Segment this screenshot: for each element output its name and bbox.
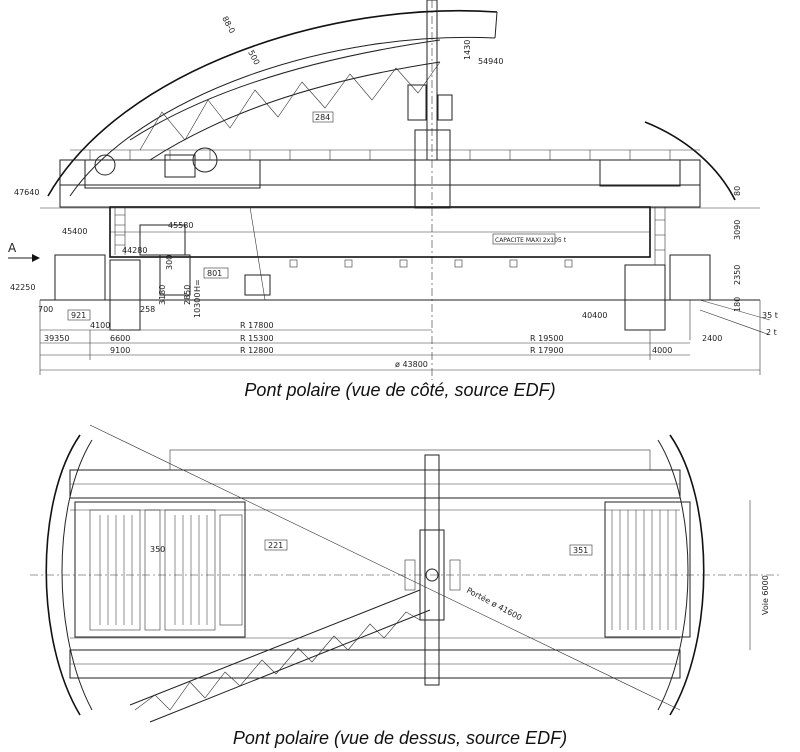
elevation-42250: 42250	[10, 283, 35, 292]
trolley	[84, 147, 681, 189]
top-view-caption: Pont polaire (vue de dessus, source EDF)	[232, 728, 568, 748]
dome-outer-arc	[47, 9, 498, 197]
load-2t: 2 t	[766, 328, 777, 337]
span-diagonal	[89, 424, 681, 711]
height-marker: H=	[193, 279, 202, 292]
dim-2400: 2400	[702, 334, 722, 343]
side-view-drawing: A 47640 45400 45580 44280 42250 40400 54…	[8, 0, 778, 380]
dim-2350: 2350	[733, 265, 742, 285]
radius-17800: R 17800	[240, 321, 274, 330]
part-ref-921: 921	[71, 311, 86, 320]
dimension-lines	[39, 300, 761, 375]
part-ref-801: 801	[207, 269, 222, 278]
load-35t: 35 t	[762, 311, 778, 320]
part-ref-350: 350	[150, 545, 165, 554]
dome-inner-arc	[69, 36, 496, 197]
dim-2850: 2850	[183, 285, 192, 305]
capacity-plate: CAPACITE MAXI 2x105 t	[495, 237, 567, 244]
dim-180: 180	[733, 297, 742, 312]
bridge-girders	[69, 449, 681, 679]
part-ref-284: 284	[315, 113, 330, 122]
dim-6600: 6600	[110, 334, 130, 343]
radius-19500: R 19500	[530, 334, 564, 343]
radius-17900: R 17900	[530, 346, 564, 355]
dim-3180: 3180	[158, 285, 167, 305]
track-label: Voie 6000	[761, 575, 770, 615]
central-mast	[30, 454, 780, 686]
dim-300: 300	[165, 255, 174, 270]
elevation-40400: 40400	[582, 311, 607, 320]
right-end-carriage	[624, 207, 771, 340]
side-view-caption: Pont polaire (vue de côté, source EDF)	[244, 380, 556, 400]
dim-80: 80	[733, 186, 742, 196]
part-ref-351: 351	[573, 546, 588, 555]
main-girder	[59, 129, 701, 268]
elevation-45400: 45400	[62, 227, 87, 236]
arc-label-500: 500	[246, 49, 261, 67]
dim-1430: 1430	[463, 40, 472, 60]
elevation-45580: 45580	[168, 221, 193, 230]
dim-9100: 9100	[110, 346, 130, 355]
view-marker-label: A	[8, 241, 17, 255]
dome-right-arc	[644, 121, 736, 201]
left-end-carriage	[54, 206, 271, 331]
span-label: Portée ø 41600	[465, 585, 524, 623]
view-arrow-a: A	[8, 241, 40, 262]
dim-4100: 4100	[90, 321, 110, 330]
ref-258: 258	[140, 305, 155, 314]
radius-15300: R 15300	[240, 334, 274, 343]
left-trolley	[74, 501, 246, 638]
elevation-47640: 47640	[14, 188, 39, 197]
part-ref-221: 221	[268, 541, 283, 550]
dim-3090: 3090	[733, 220, 742, 240]
elevation-44280: 44280	[122, 246, 147, 255]
dim-700: 700	[38, 305, 53, 314]
elevation-54940: 54940	[478, 57, 503, 66]
dim-39350: 39350	[44, 334, 69, 343]
jib-truss	[129, 39, 441, 161]
right-trolley	[604, 501, 691, 638]
radius-12800: R 12800	[240, 346, 274, 355]
wall-right-outer	[669, 434, 705, 716]
arc-label-88-0: 88-0	[220, 15, 236, 35]
wall-left-outer	[45, 434, 81, 716]
diameter-43800: ø 43800	[395, 360, 428, 369]
top-view-drawing: 221 351 350 Portée ø 41600 Voie 6000	[30, 424, 780, 723]
dim-4000: 4000	[652, 346, 672, 355]
jib-arm	[129, 589, 431, 723]
dim-10300: 10300	[193, 293, 202, 318]
